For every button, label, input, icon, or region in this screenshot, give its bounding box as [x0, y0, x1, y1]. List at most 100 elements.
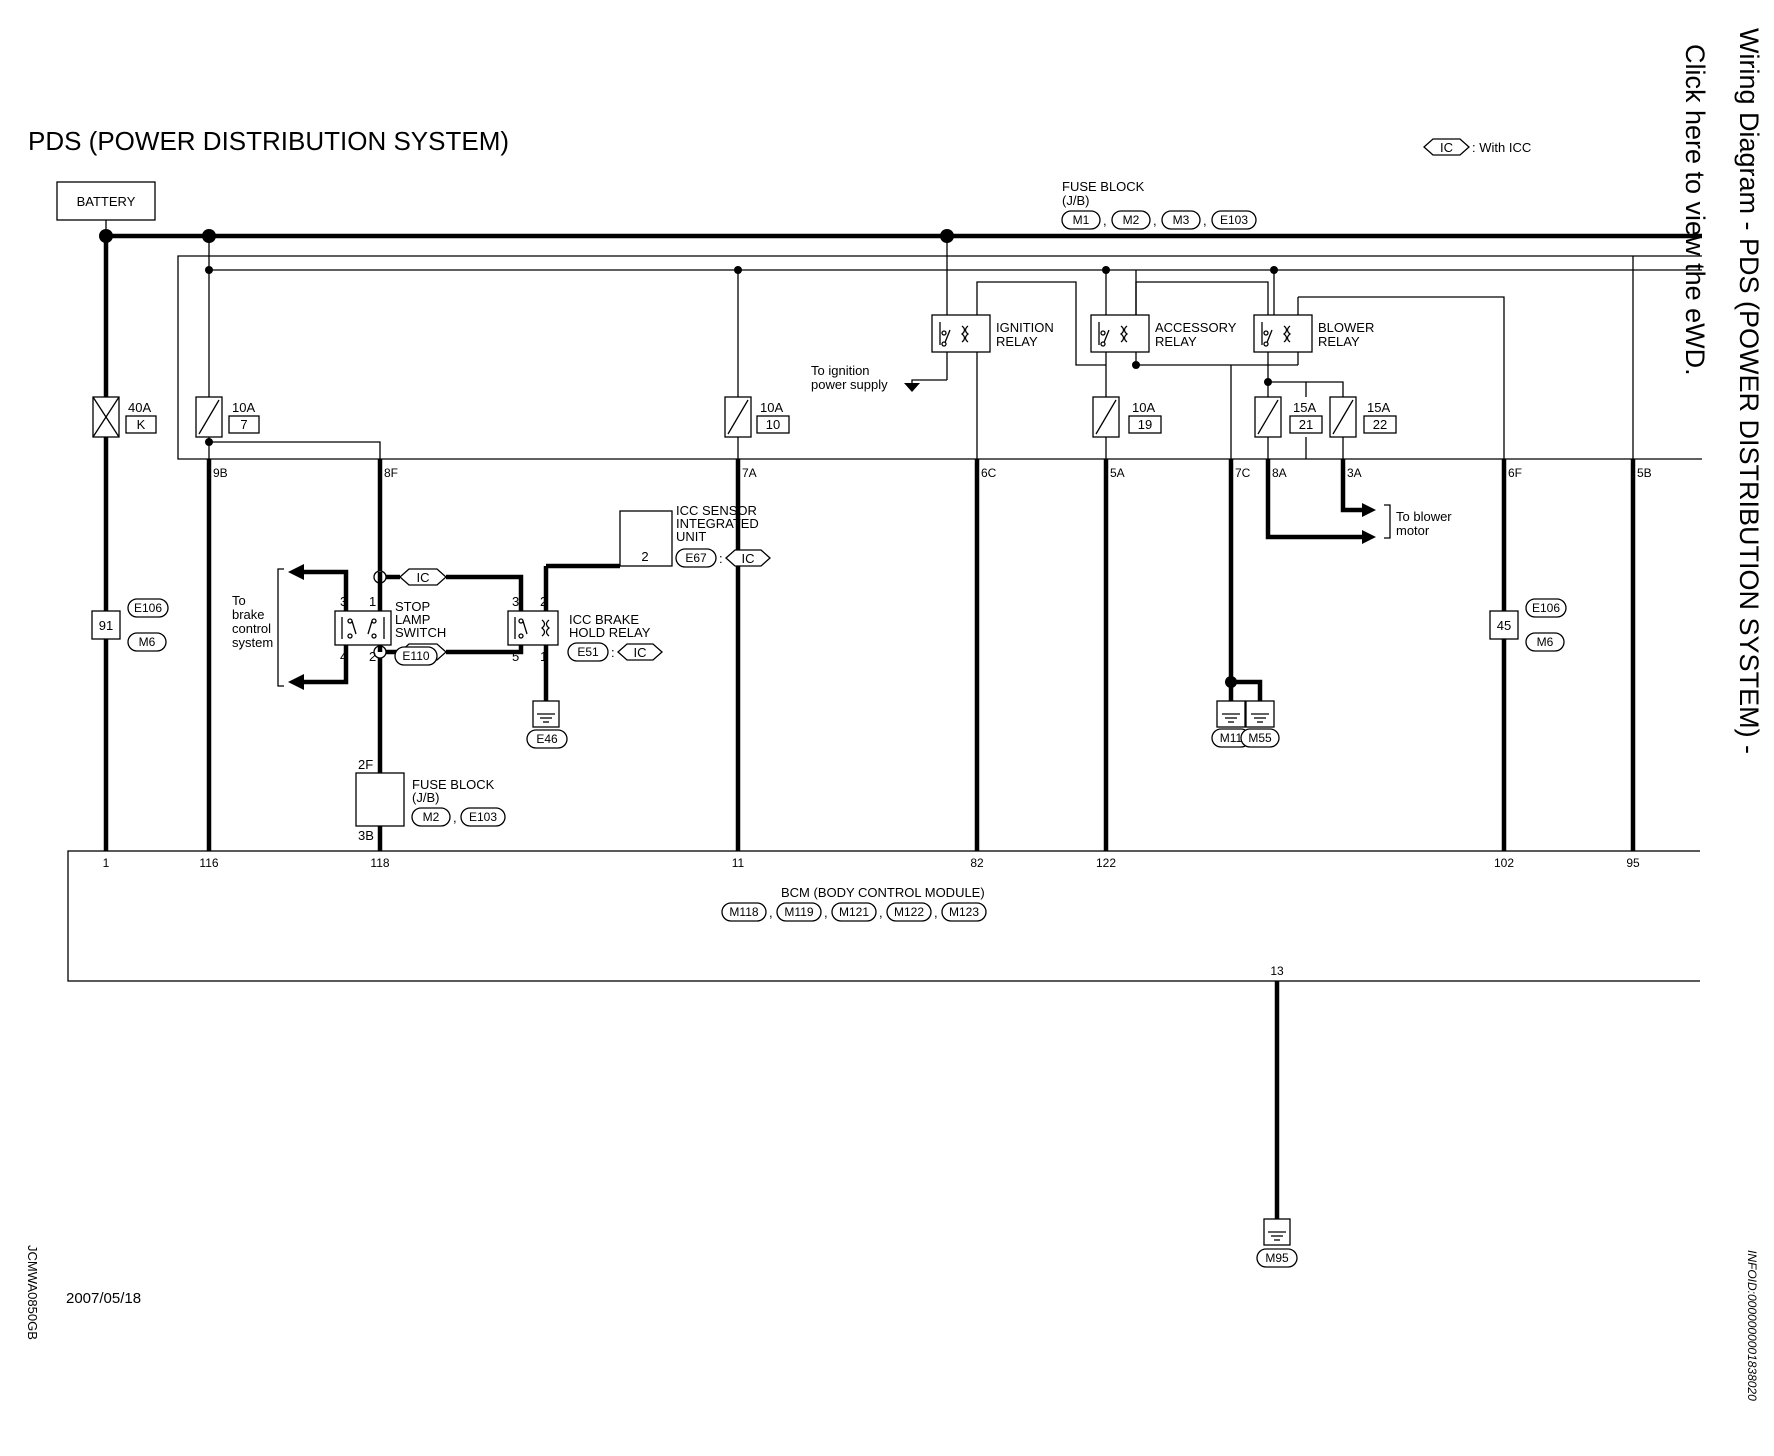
to-brake-1: To [232, 593, 246, 608]
svg-text:1: 1 [540, 649, 547, 664]
svg-text:SWITCH: SWITCH [395, 625, 446, 640]
svg-text:122: 122 [1096, 856, 1116, 870]
svg-text:M121: M121 [839, 905, 869, 919]
svg-text:91: 91 [99, 618, 113, 633]
ignition-relay: IGNITION RELAY [931, 314, 1054, 353]
svg-text:1: 1 [369, 594, 376, 609]
terminal-6C: 6C [981, 466, 997, 480]
bcm-title: BCM (BODY CONTROL MODULE) [781, 885, 985, 900]
svg-text:,: , [1103, 213, 1107, 228]
svg-text:(J/B): (J/B) [1062, 193, 1089, 208]
legend: IC : With ICC [1423, 138, 1531, 156]
svg-text:E110: E110 [402, 649, 429, 663]
svg-text:7: 7 [240, 417, 247, 432]
svg-text:LAMP: LAMP [395, 612, 430, 627]
fuse-10A-7: 10A 7 [195, 396, 260, 438]
svg-text:15A: 15A [1367, 400, 1390, 415]
diagram-date: 2007/05/18 [66, 1290, 141, 1307]
terminal-8A: 8A [1272, 466, 1287, 480]
svg-text:2: 2 [641, 549, 648, 564]
fuse-10A-19: 10A 19 [1092, 396, 1162, 438]
svg-text:E46: E46 [536, 732, 558, 746]
svg-text:IGNITION: IGNITION [996, 320, 1054, 335]
joint-connector-91: 91 E106 M6 [91, 598, 169, 652]
svg-text:3B: 3B [358, 828, 374, 843]
svg-text:19: 19 [1138, 417, 1152, 432]
terminal-5B: 5B [1637, 466, 1652, 480]
svg-text:FUSE BLOCK: FUSE BLOCK [1062, 179, 1145, 194]
terminal-9B: 9B [213, 466, 228, 480]
fuse-40A-K: 40A K [92, 396, 157, 438]
svg-text:INTEGRATED: INTEGRATED [676, 516, 759, 531]
accessory-relay: ACCESSORY RELAY [1090, 314, 1237, 353]
ic-tag-upper: IC [399, 568, 447, 586]
svg-text:UNIT: UNIT [676, 529, 706, 544]
svg-text:IC: IC [634, 645, 647, 660]
svg-text:40A: 40A [128, 400, 151, 415]
icc-brake-hold-relay: 3 2 5 1 ICC BRAKE HOLD RELAY E51 : IC [507, 594, 663, 664]
legend-text: : With ICC [1472, 140, 1531, 155]
svg-text:15A: 15A [1293, 400, 1316, 415]
svg-text:,: , [1203, 213, 1207, 228]
fuse-block-top-label: FUSE BLOCK (J/B) M1 , M2 , M3 , E103 [1061, 179, 1257, 230]
svg-text:10: 10 [766, 417, 780, 432]
svg-text:ACCESSORY: ACCESSORY [1155, 320, 1237, 335]
svg-text:,: , [934, 905, 938, 920]
svg-text:10A: 10A [760, 400, 783, 415]
svg-text:BLOWER: BLOWER [1318, 320, 1374, 335]
to-brake-3: control [232, 621, 271, 636]
svg-text:4: 4 [340, 649, 347, 664]
side-link[interactable]: Click here to view the eWD. [1680, 44, 1710, 376]
svg-text::: : [719, 551, 723, 566]
ground-M11: M11 [1211, 700, 1251, 748]
svg-text:,: , [824, 905, 828, 920]
svg-text:11: 11 [732, 856, 745, 870]
svg-text:118: 118 [370, 856, 389, 870]
ground-M55: M55 [1240, 700, 1280, 748]
svg-text:M3: M3 [1173, 213, 1190, 227]
svg-text:2: 2 [369, 649, 376, 664]
fuse-15A-21: 15A 21 [1254, 396, 1323, 438]
terminal-5A: 5A [1110, 466, 1125, 480]
svg-text:K: K [137, 417, 146, 432]
svg-text:3: 3 [512, 594, 519, 609]
svg-text:M6: M6 [139, 635, 156, 649]
svg-text:2F: 2F [358, 757, 373, 772]
svg-text:,: , [1153, 213, 1157, 228]
diagram-code: JCMWA0850GB [25, 1245, 40, 1340]
svg-text:3: 3 [340, 594, 347, 609]
terminal-7A: 7A [742, 466, 757, 480]
svg-text:M119: M119 [784, 905, 813, 919]
to-brake-2: brake [232, 607, 265, 622]
svg-text:E106: E106 [134, 601, 162, 615]
to-blower-2: motor [1396, 523, 1430, 538]
blower-relay: BLOWER RELAY [1253, 314, 1374, 353]
svg-text:21: 21 [1299, 417, 1313, 432]
svg-text:M2: M2 [423, 810, 440, 824]
svg-text:E67: E67 [685, 551, 707, 565]
to-blower-1: To blower [1396, 509, 1452, 524]
svg-text:E103: E103 [1220, 213, 1248, 227]
svg-text:45: 45 [1497, 618, 1511, 633]
svg-text:116: 116 [199, 856, 218, 870]
svg-text:E51: E51 [577, 645, 599, 659]
svg-text:HOLD RELAY: HOLD RELAY [569, 625, 651, 640]
svg-text:RELAY: RELAY [1155, 334, 1197, 349]
joint-connector-45: 45 E106 M6 [1489, 598, 1567, 652]
svg-text:IC: IC [417, 570, 430, 585]
svg-text:FUSE BLOCK: FUSE BLOCK [412, 777, 495, 792]
svg-text:RELAY: RELAY [1318, 334, 1360, 349]
stop-lamp-switch: 3 1 4 2 STOP LAMP SWITCH E110 [334, 594, 446, 666]
eWD-link[interactable]: Click here to view the eWD. [1680, 44, 1710, 376]
svg-text:ICC SENSOR: ICC SENSOR [676, 503, 757, 518]
fuse-15A-22: 15A 22 [1329, 396, 1397, 438]
svg-text:RELAY: RELAY [996, 334, 1038, 349]
svg-text:E103: E103 [469, 810, 497, 824]
svg-text:10A: 10A [1132, 400, 1155, 415]
svg-text:E106: E106 [1532, 601, 1560, 615]
icc-sensor-unit: 2 ICC SENSOR INTEGRATED UNIT E67 : IC [619, 503, 771, 568]
svg-text:M123: M123 [949, 905, 979, 919]
terminal-3A: 3A [1347, 466, 1362, 480]
to-brake-4: system [232, 635, 273, 650]
